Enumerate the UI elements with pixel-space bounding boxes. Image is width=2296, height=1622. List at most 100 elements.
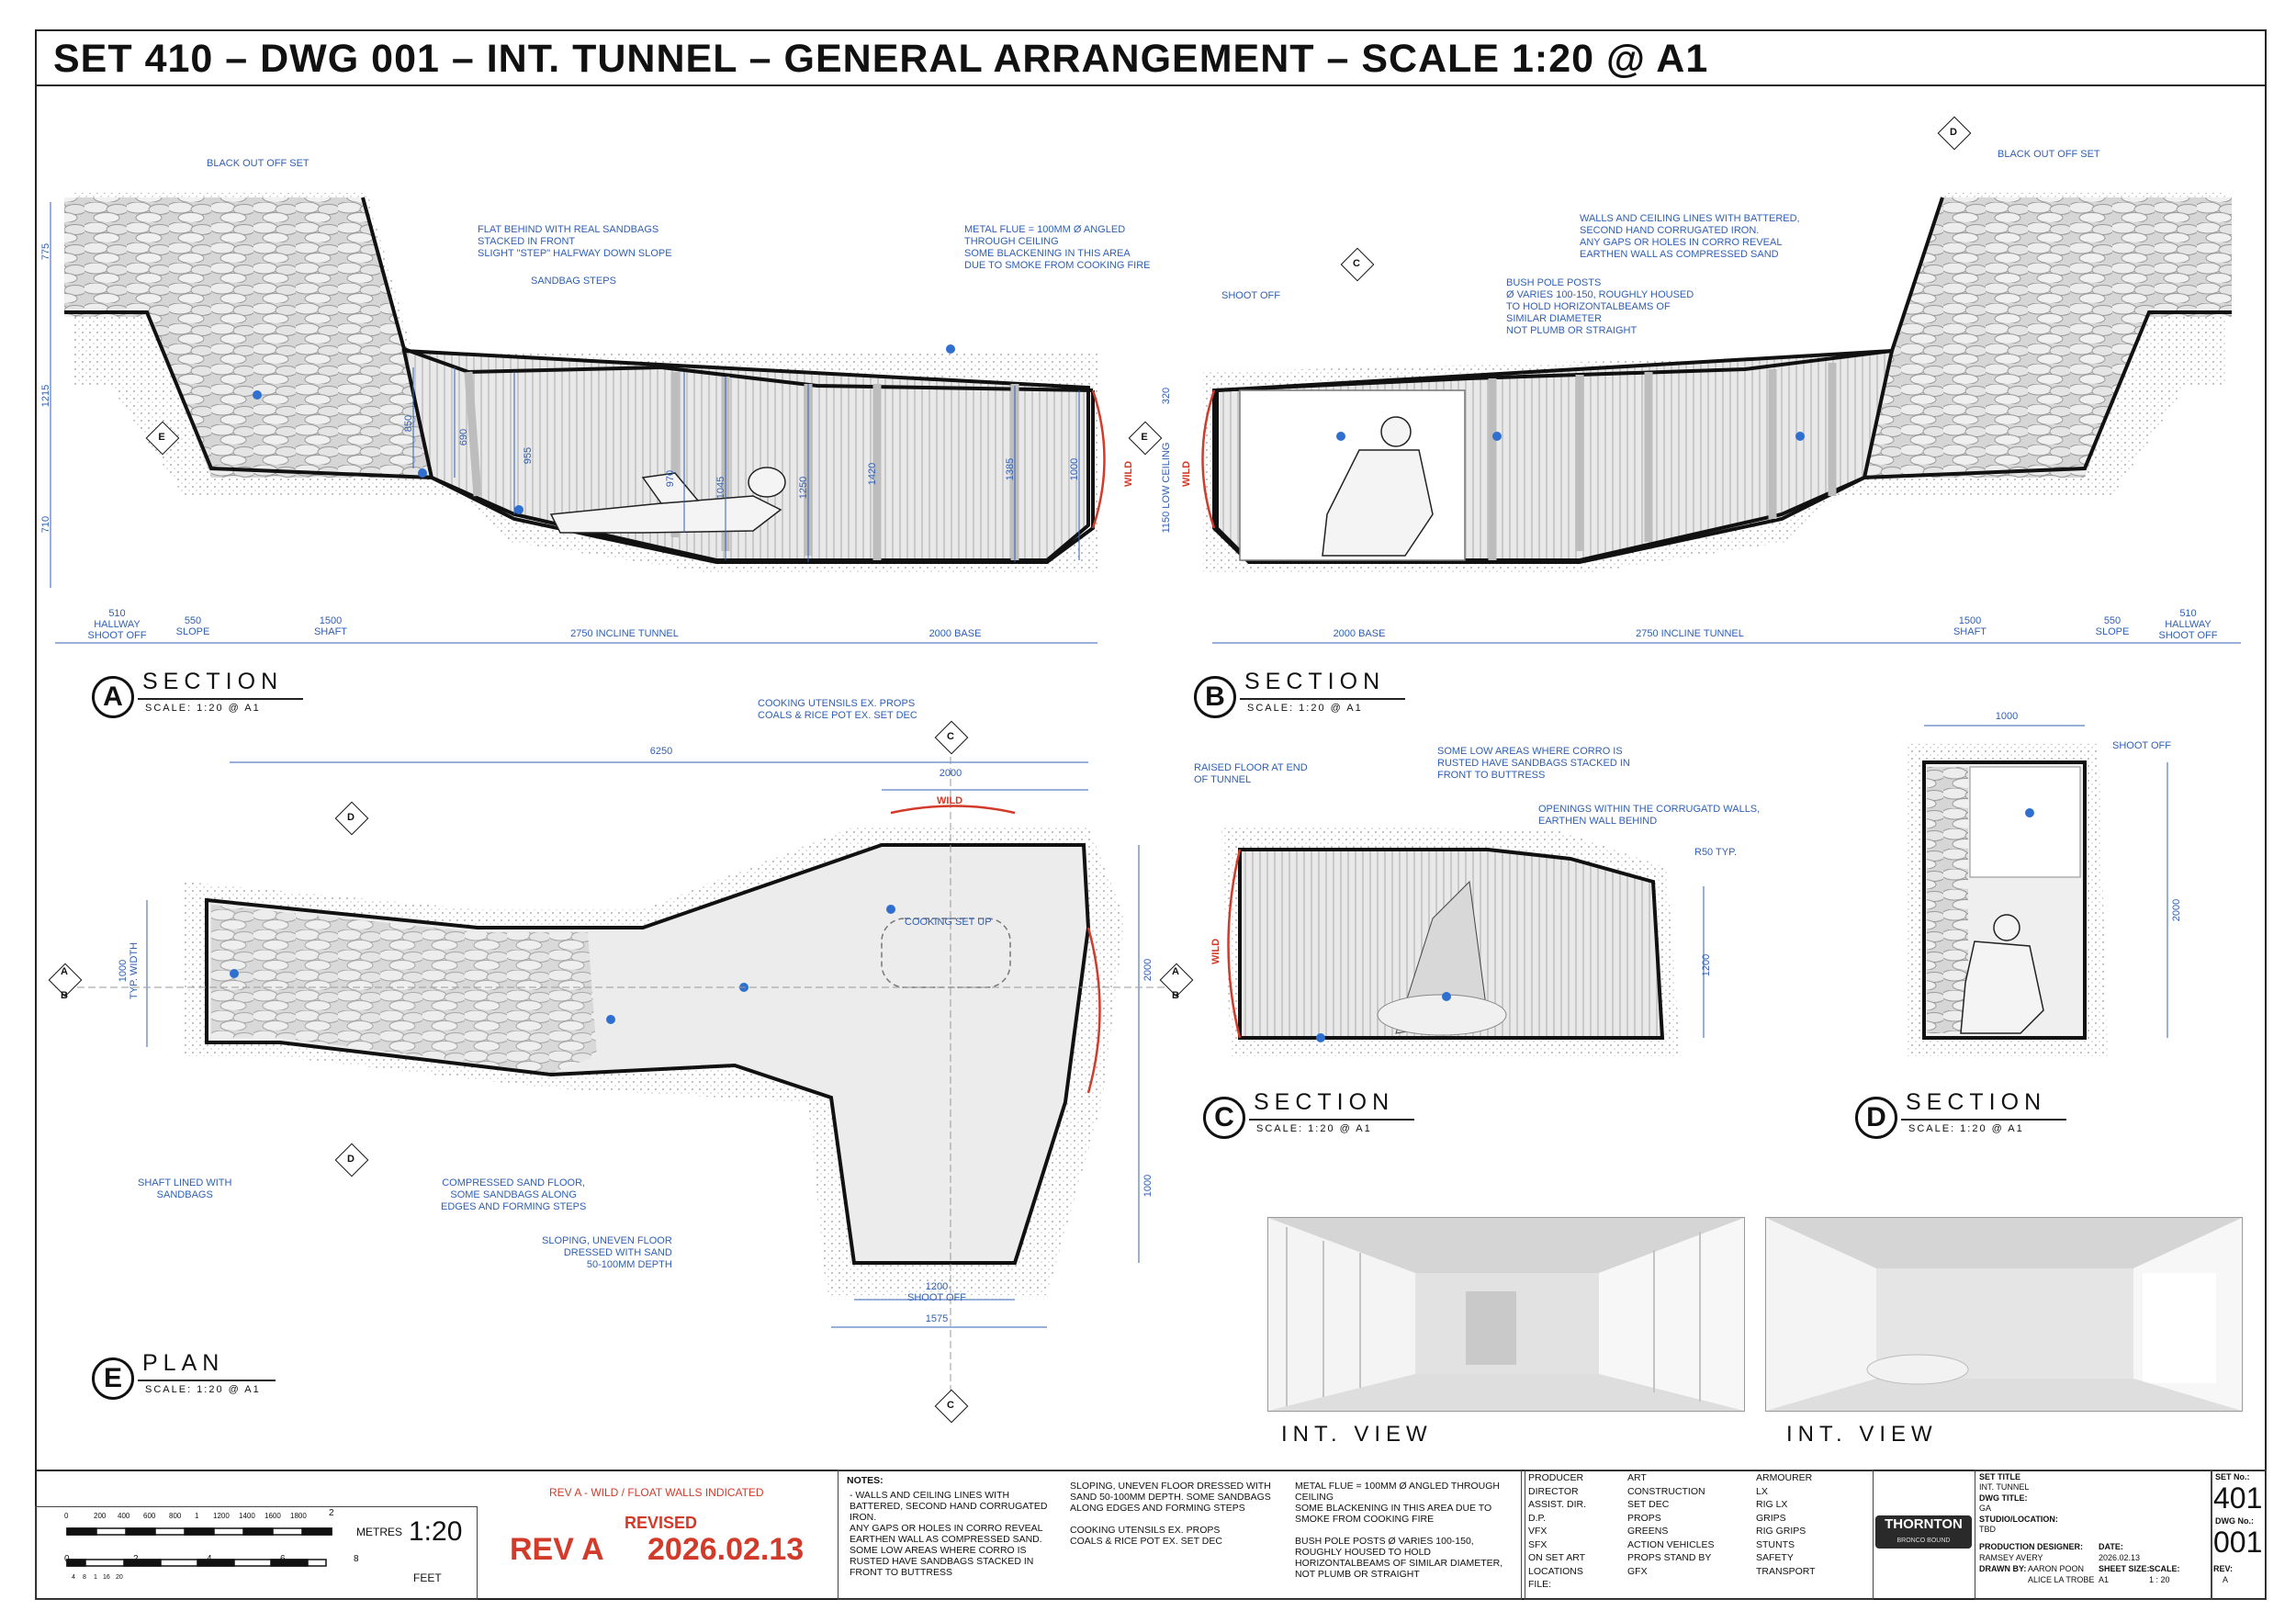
- section-c-scale: SCALE: 1:20 @ A1: [1256, 1123, 1372, 1134]
- title-rule: [35, 84, 2267, 86]
- departments-box: [1525, 1470, 1874, 1600]
- dept-stunts: STUNTS: [1756, 1538, 1795, 1550]
- section-c-title: SECTION: [1254, 1089, 1395, 1115]
- dim-inner-a-7: 1385: [1005, 457, 1016, 481]
- section-d-bubble: D: [1855, 1097, 1897, 1139]
- marker-b-right-letter: B: [1172, 990, 1179, 1001]
- note-metal-flue: METAL FLUE = 100MM Ø ANGLED THROUGH CEIL…: [964, 224, 1151, 271]
- revision-revised: REVISED: [625, 1514, 698, 1532]
- dept-col2: ART CONSTRUCTION SET DEC PROPS GREENS AC…: [1627, 1472, 1715, 1577]
- plan-e-scale: SCALE: 1:20 @ A1: [145, 1384, 261, 1395]
- rev-value: A: [2223, 1575, 2229, 1584]
- dim-d-height: 2000: [2171, 898, 2182, 922]
- dept-col1: PRODUCER DIRECTOR ASSIST. DIR. D.P. VFX …: [1528, 1472, 1586, 1590]
- dim-plan-shoot-off: 1200 SHOOT OFF: [907, 1281, 966, 1303]
- scale-feet-label: FEET: [413, 1571, 442, 1584]
- dept-construction: CONSTRUCTION: [1627, 1485, 1705, 1497]
- dim-side-a-1: 1215: [40, 384, 51, 408]
- scale-value: 1 : 20: [2149, 1575, 2170, 1584]
- dept-props: PROPS: [1627, 1512, 1661, 1524]
- plan-e-drawing: [55, 735, 1185, 1396]
- note-sloping: SLOPING, UNEVEN FLOOR DRESSED WITH SAND …: [542, 1235, 672, 1270]
- dim-plan-bottom: 1575: [925, 1313, 949, 1324]
- date: 2026.02.13: [2099, 1553, 2141, 1562]
- note-cooking-utensils: COOKING UTENSILS EX. PROPS COALS & RICE …: [758, 698, 917, 721]
- scale-tick-m-10: 2: [329, 1508, 334, 1518]
- dwg-title: GA: [1979, 1504, 1992, 1513]
- drawn: AARON POON ALICE LA TROBE: [2028, 1564, 2095, 1584]
- dim-plan-right-height: 2000: [1142, 958, 1154, 982]
- designer: RAMSEY AVERY: [1979, 1553, 2043, 1562]
- revision-date: 2026.02.13: [647, 1532, 805, 1567]
- dept-art: ART: [1627, 1472, 1647, 1483]
- notes-heading: NOTES:: [847, 1475, 884, 1486]
- scale-tick-m-9: 1800: [290, 1512, 307, 1520]
- wild-label-c: WILD: [1210, 938, 1222, 965]
- dept-dp: D.P.: [1528, 1512, 1547, 1524]
- int-view-label-2: INT. VIEW: [1786, 1422, 1938, 1447]
- dept-transport: TRANSPORT: [1756, 1565, 1816, 1577]
- dept-gfx: GFX: [1627, 1565, 1648, 1577]
- scale-metres-label: METRES: [356, 1526, 403, 1538]
- note-sandbag-steps: SANDBAG STEPS: [531, 276, 616, 287]
- section-c-rule: [1249, 1119, 1414, 1121]
- number-box: [2212, 1470, 2267, 1600]
- int-view-label-1: INT. VIEW: [1281, 1422, 1433, 1447]
- marker-a-left-letter: A: [61, 966, 68, 977]
- section-a-scale: SCALE: 1:20 @ A1: [145, 703, 261, 714]
- note-shaft-lined: SHAFT LINED WITH SANDBAGS: [138, 1177, 232, 1200]
- marker-d-plan-top-letter: D: [347, 812, 355, 823]
- scale-tick-m-1: 200: [94, 1512, 107, 1520]
- dept-vfx: VFX: [1528, 1526, 1548, 1537]
- wild-label-e: WILD: [937, 795, 963, 806]
- dim-inner-a-1: 690: [458, 428, 469, 446]
- sheet-size-label: SHEET SIZE:: [2099, 1564, 2150, 1573]
- section-d-scale: SCALE: 1:20 @ A1: [1908, 1123, 2024, 1134]
- dim-inner-a-2: 955: [523, 446, 534, 465]
- dept-rig-grips: RIG GRIPS: [1756, 1526, 1806, 1537]
- marker-e-right-letter: E: [1141, 432, 1148, 443]
- set-no: 401: [2213, 1481, 2263, 1515]
- dim-bottom-a-1: 550 SLOPE: [175, 615, 210, 637]
- dim-plan-overall: 6250: [649, 746, 673, 757]
- dept-producer: PRODUCER: [1528, 1472, 1584, 1483]
- scale-label: SCALE:: [2149, 1564, 2180, 1573]
- set-no-label: SET No.:: [2215, 1472, 2250, 1481]
- dwg-no-label: DWG No.:: [2215, 1516, 2254, 1526]
- dept-props-stand-by: PROPS STAND BY: [1627, 1552, 1712, 1563]
- notes-col3: METAL FLUE = 100MM Ø ANGLED THROUGH CEIL…: [1295, 1481, 1503, 1580]
- note-low-areas: SOME LOW AREAS WHERE CORRO IS RUSTED HAV…: [1437, 746, 1630, 781]
- marker-d-plan-bottom-letter: D: [347, 1154, 355, 1165]
- dept-rig-lx: RIG LX: [1756, 1499, 1788, 1510]
- designer-label: PRODUCTION DESIGNER:: [1979, 1542, 2084, 1551]
- dim-inner-a-4: 1045: [715, 476, 726, 500]
- dim-bottom-a-0: 510 HALLWAY SHOOT OFF: [87, 608, 147, 641]
- section-b-bubble: B: [1194, 676, 1236, 718]
- date-label: DATE:: [2099, 1542, 2123, 1551]
- dim-side-a-2: 710: [40, 515, 51, 534]
- section-d-rule: [1901, 1119, 2066, 1121]
- scale-tick-m-7: 1400: [239, 1512, 255, 1520]
- scale-sub-f-0: 4: [72, 1574, 75, 1581]
- note-cooking-setup: COOKING SET UP: [905, 917, 992, 928]
- note-black-out-a: BLACK OUT OFF SET: [207, 158, 310, 169]
- dim-side-b-1: 1150 LOW CEILING: [1161, 442, 1172, 534]
- scale-tick-f-4: 8: [354, 1554, 359, 1564]
- wild-label-b: WILD: [1181, 460, 1193, 488]
- dept-safety: SAFETY: [1756, 1552, 1794, 1563]
- set-title: INT. TUNNEL: [1979, 1482, 2030, 1492]
- dept-set-dec: SET DEC: [1627, 1499, 1670, 1510]
- section-b-title: SECTION: [1244, 669, 1386, 694]
- dim-bottom-a-2: 1500 SHAFT: [313, 615, 348, 637]
- note-raised-floor: RAISED FLOOR AT END OF TUNNEL: [1194, 762, 1308, 785]
- scale-tick-f-1: 2: [133, 1554, 139, 1564]
- section-d-drawing: [1906, 725, 2168, 1056]
- dim-bottom-b-0: 2000 BASE: [1333, 628, 1386, 639]
- note-openings: OPENINGS WITHIN THE CORRUGATD WALLS, EAR…: [1538, 804, 1761, 827]
- dim-side-a-0: 775: [40, 242, 51, 261]
- dim-plan-width-top: 2000: [939, 768, 962, 779]
- note-flat-behind: FLAT BEHIND WITH REAL SANDBAGS STACKED I…: [478, 224, 672, 259]
- dim-side-b-0: 320: [1161, 387, 1172, 405]
- scale-tick-m-2: 400: [118, 1512, 130, 1520]
